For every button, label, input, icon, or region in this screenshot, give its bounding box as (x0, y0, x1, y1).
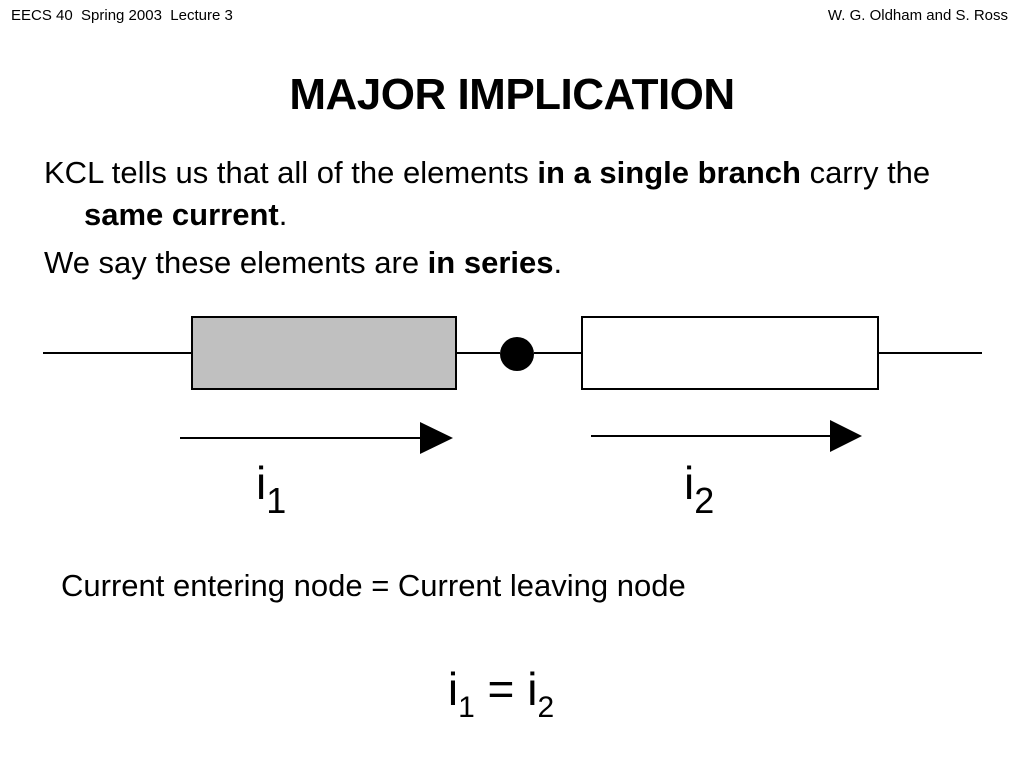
series-text-1: We say these elements are (44, 245, 428, 280)
header-course-info: EECS 40 Spring 2003 Lecture 3 (11, 7, 233, 24)
current-label-i1-symbol: i (256, 457, 267, 509)
circuit-element-2 (581, 316, 879, 390)
current-label-i2-subscript: 2 (694, 480, 715, 521)
equation-right-subscript: 2 (537, 691, 555, 724)
equation-right-symbol: i (527, 663, 538, 715)
equation-left-symbol: i (447, 663, 459, 715)
header-authors: W. G. Oldham and S. Ross (827, 7, 1008, 24)
circuit-element-1 (191, 316, 457, 390)
slide-title: MAJOR IMPLICATION (289, 70, 735, 119)
current-label-i1: i1 (256, 457, 286, 519)
kcl-bold-same-current: same current (84, 197, 279, 232)
series-paragraph: We say these elements are in series. (44, 242, 562, 284)
circuit-node (500, 337, 534, 371)
equation-operator: = (474, 663, 528, 715)
kcl-text-2: carry the (800, 155, 931, 190)
node-current-statement: Current entering node = Current leaving … (61, 568, 686, 603)
current-label-i2-symbol: i (684, 457, 695, 509)
kcl-text-3: . (278, 197, 288, 232)
kcl-text-1: KCL tells us that all of the elements (44, 155, 538, 190)
current-equation: i1 = i2 (0, 663, 1024, 723)
series-text-2: . (553, 245, 563, 280)
current-label-i1-subscript: 1 (266, 480, 287, 521)
kcl-bold-single-branch: in a single branch (537, 155, 801, 190)
kcl-paragraph: KCL tells us that all of the elements in… (44, 152, 984, 236)
current-arrow-2 (591, 420, 862, 452)
current-label-i2: i2 (684, 457, 714, 519)
equation-left-subscript: 1 (458, 691, 475, 724)
current-arrow-1 (180, 422, 453, 454)
series-bold-in-series: in series (427, 245, 554, 280)
